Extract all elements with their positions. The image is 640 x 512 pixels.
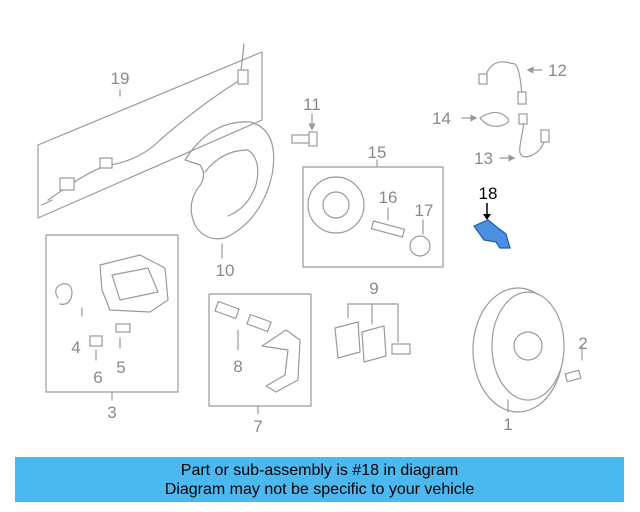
callout-7: 7 — [253, 417, 262, 436]
wear-sensor-panel — [37, 43, 263, 219]
callout-4: 4 — [71, 338, 80, 357]
brake-rotor-part-1 — [472, 287, 565, 413]
callout-14: 14 — [432, 109, 451, 128]
brake-pads-part-9 — [334, 303, 411, 363]
rotor-screw-part-2 — [564, 345, 583, 383]
carrier-panel — [208, 293, 312, 415]
callout-8: 8 — [233, 357, 242, 376]
callout-12: 12 — [548, 61, 567, 80]
abs-sensor-part-18 — [473, 203, 511, 249]
callout-19: 19 — [111, 69, 130, 88]
callout-6: 6 — [93, 368, 102, 387]
banner-line-2: Diagram may not be specific to your vehi… — [164, 480, 475, 498]
caliper-panel — [45, 234, 179, 401]
brake-hose-group — [461, 61, 550, 162]
hub-assembly-panel — [302, 159, 444, 268]
callout-1: 1 — [503, 415, 512, 434]
callout-13: 13 — [474, 149, 493, 168]
callout-5: 5 — [116, 358, 125, 377]
callout-10: 10 — [216, 261, 235, 280]
callout-17: 17 — [415, 201, 434, 220]
banner-line-1: Part or sub-assembly is #18 in diagram — [180, 461, 459, 479]
callout-15: 15 — [368, 143, 387, 162]
callout-2: 2 — [578, 334, 587, 353]
callout-3: 3 — [107, 403, 116, 422]
info-banner: Part or sub-assembly is #18 in diagram D… — [15, 457, 624, 502]
callout-9: 9 — [369, 279, 378, 298]
callout-18: 18 — [479, 184, 498, 203]
bolt-part-11 — [291, 113, 318, 147]
callout-16: 16 — [379, 188, 398, 207]
callout-11: 11 — [303, 95, 321, 114]
backing-plate — [184, 121, 275, 259]
